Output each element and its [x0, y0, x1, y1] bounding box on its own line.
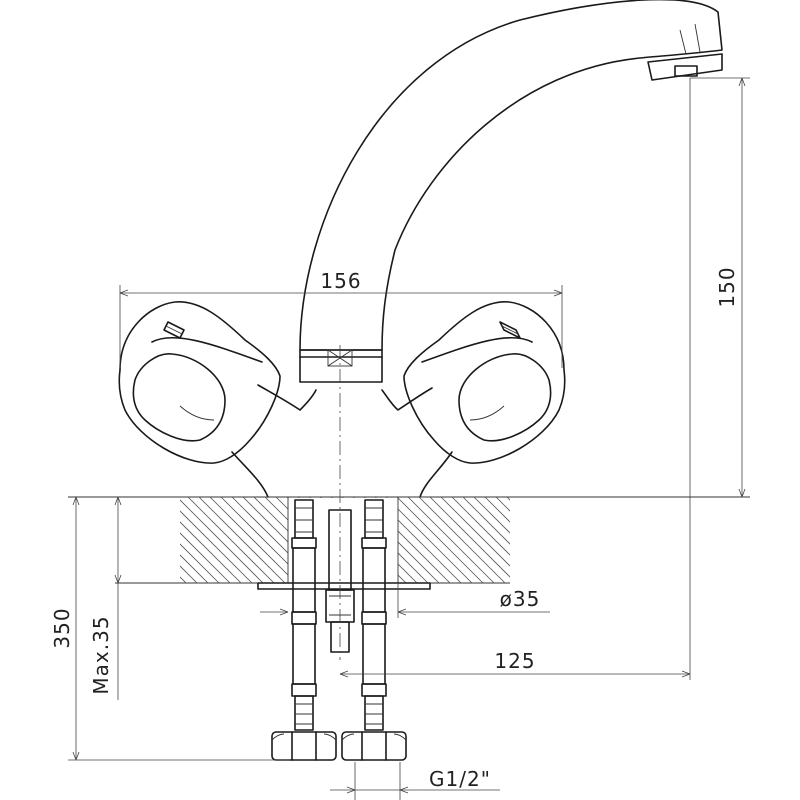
dimension-total-height: 350 — [50, 496, 290, 761]
total-height-label: 350 — [50, 607, 74, 648]
aerator — [647, 53, 723, 81]
countertop-section — [68, 496, 750, 590]
faucet-body — [231, 384, 453, 498]
left-handle-indicator-icon — [163, 321, 185, 339]
dimension-body-width: 156 — [119, 269, 563, 368]
spout — [299, 0, 723, 351]
spout-height-label: 150 — [715, 266, 739, 307]
dimension-spout-height: 150 — [690, 77, 750, 498]
dimension-deck-thickness: Max.35 — [89, 496, 122, 700]
spout-reach-label: 125 — [494, 649, 535, 673]
body-width-label: 156 — [320, 269, 361, 293]
right-supply-hose — [341, 499, 407, 761]
right-handle — [403, 301, 566, 464]
dimension-hole-diameter: ø35 — [260, 583, 550, 618]
mounting-plate — [257, 582, 431, 590]
right-hex-nut — [341, 731, 407, 761]
hole-diameter-label: ø35 — [500, 587, 541, 611]
deck-thickness-label: Max.35 — [89, 615, 113, 694]
connection-thread-label: G1/2" — [429, 767, 491, 791]
spout-collar — [299, 349, 383, 383]
dimension-connection-thread: G1/2" — [330, 762, 500, 800]
left-hex-nut — [271, 731, 337, 761]
right-handle-indicator-icon — [499, 321, 521, 339]
left-handle — [118, 301, 281, 464]
dimension-spout-reach: 125 — [339, 78, 691, 680]
left-supply-hose — [271, 499, 337, 761]
